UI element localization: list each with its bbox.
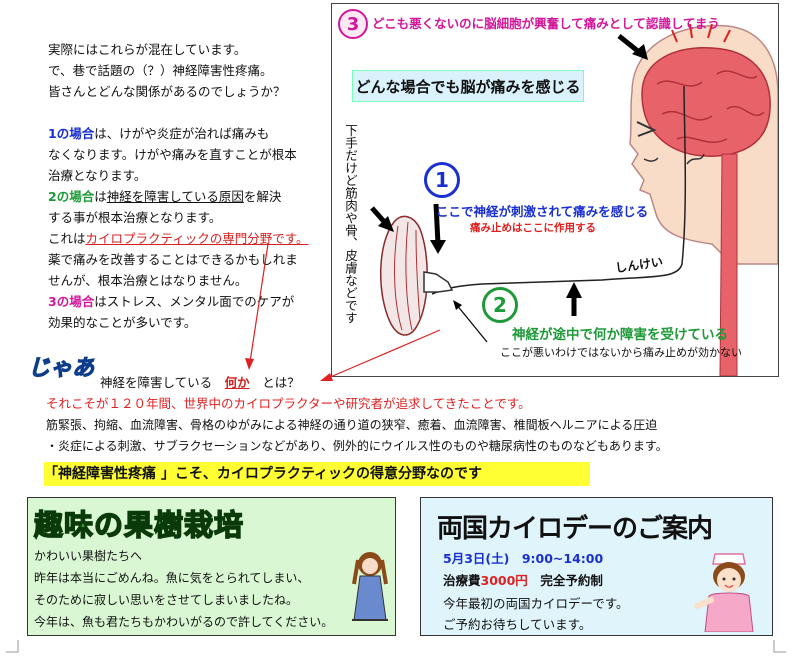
fee-label: 治療費 bbox=[443, 573, 481, 588]
fruit-line-3: そのために寂しい思いをさせてしまいましたね。 bbox=[34, 593, 299, 607]
circle-number-1: 1 bbox=[424, 162, 460, 198]
ryogoku-line-4: ご予約お待ちしています。 bbox=[443, 617, 592, 632]
ryogoku-day-box: 両国カイロデーのご案内 5月3日(土) 9:00~14:00 治療費3000円 … bbox=[420, 497, 773, 636]
case1-text-a: は、けがや炎症が治れば痛みも bbox=[94, 126, 270, 141]
case2-cause-underline: 神経を障害している原因 bbox=[106, 189, 244, 204]
intro-line-2-text: で、巷で話題の（？）神経障害性疼痛。 bbox=[48, 63, 273, 78]
case2-line-3: これはカイロプラクティックの専門分野です。 bbox=[48, 229, 309, 250]
case2-line-2: する事が根本治療となります。 bbox=[48, 210, 222, 225]
ryogoku-date: 5月3日(土) 9:00~14:00 bbox=[443, 551, 604, 566]
case3-line-1: 3の場合はストレス、メンタル面でのケアが bbox=[48, 292, 294, 313]
vertical-muscle-caption: 下手だけど筋肉や骨、皮膚などです bbox=[343, 124, 358, 324]
highlight-statement: 「神経障害性疼痛 」こそ、カイロプラクティックの得意分野なのです bbox=[44, 462, 590, 486]
fee-value: 3000円 bbox=[480, 573, 528, 588]
case1-line-2: なくなります。けがや痛みを直すことが根本 bbox=[48, 147, 297, 162]
case3-text-a: はストレス、メンタル面でのケアが bbox=[94, 294, 295, 309]
fruit-growing-box: 趣味の果樹栽培 かわいい果樹たちへ 昨年は本当にごめんね。魚に気をとられてしまい… bbox=[27, 497, 396, 636]
kneeling-girl-illustration bbox=[352, 552, 388, 621]
body-line-1: それこそが１２０年間、世界中のカイロプラクターや研究者が追求してきたことです。 bbox=[46, 396, 531, 411]
jaa-logo: じゃあ bbox=[27, 356, 95, 382]
pain-diagram: 3 どこも悪くないのに脳細胞が興奮して痛みとして認識してまう どんな場合でも脳が… bbox=[331, 3, 779, 377]
case3-line-2: 効果的なことが多いです。 bbox=[48, 315, 197, 330]
painkiller-ineffective-caption: ここが悪いわけではないから痛み止めが効かない bbox=[500, 346, 742, 359]
jaa-question-what: 何か bbox=[224, 375, 250, 390]
case3-caption: どこも悪くないのに脳細胞が興奮して痛みとして認識してまう bbox=[372, 16, 720, 31]
ryogoku-fee: 治療費3000円 完全予約制 bbox=[443, 570, 603, 589]
ryogoku-line-3: 今年最初の両国カイロデーです。 bbox=[443, 596, 629, 611]
head-illustration bbox=[370, 23, 778, 376]
case1-label: 1の場合 bbox=[48, 126, 95, 141]
body-line-3: ・炎症による刺激、サブラクセーションなどがあり、例外的にウイルス性のものや糖尿病… bbox=[46, 439, 668, 453]
fruit-line-2: 昨年は本当にごめんね。魚に気をとられてしまい、 bbox=[34, 571, 310, 585]
case2-text-c1: これは bbox=[48, 231, 86, 246]
nurse-illustration bbox=[694, 553, 754, 632]
case2-line-1: 2の場合は神経を障害している原因を解決 bbox=[48, 187, 281, 208]
case2-label: 2の場合 bbox=[48, 189, 95, 204]
case2-caption: 神経が途中で何か障害を受けている bbox=[512, 327, 728, 343]
circle-number-3: 3 bbox=[338, 9, 368, 39]
brain-banner: どんな場合でも脳が痛みを感じる bbox=[352, 70, 584, 102]
ryogoku-title: 両国カイロデーのご案内 bbox=[437, 514, 713, 544]
chiropractic-specialty-text: カイロプラクティックの専門分野です。 bbox=[85, 231, 309, 246]
fruit-line-1: かわいい果樹たちへ bbox=[34, 549, 143, 563]
highlight-text: 「神経障害性疼痛 」こそ、カイロプラクティックの得意分野なのです bbox=[44, 466, 483, 482]
painkiller-caption: 痛み止めはここに作用する bbox=[470, 222, 596, 234]
body-line-2: 筋緊張、拘縮、血流障害、骨格のゆがみによる神経の通り道の狭窄、癒着、血流障害、椎… bbox=[46, 418, 658, 432]
circle-number-2: 2 bbox=[482, 287, 518, 323]
intro-line-3: 皆さんとどんな関係があるのでしょうか？ bbox=[48, 84, 286, 99]
case2-text-a1: は bbox=[94, 189, 107, 204]
fruit-line-4: 今年は、魚も君たちもかわいがるので許してください。 bbox=[34, 615, 334, 629]
case2-line-5: せんが、根本治療とはなりません。 bbox=[48, 273, 248, 288]
case1-caption: ここで神経が刺激されて痛みを感じる bbox=[436, 204, 649, 219]
jaa-question-a: 神経を障害している bbox=[100, 375, 213, 390]
jaa-question: 神経を障害している 何か とは？ bbox=[100, 373, 300, 394]
case1-line-3: 治療となります。 bbox=[48, 168, 147, 183]
intro-line-2: で、巷で話題の（？）神経障害性疼痛。 bbox=[48, 61, 273, 82]
intro-line-1: 実際にはこれらが混在しています。 bbox=[48, 42, 247, 57]
case2-text-a2: を解決 bbox=[243, 189, 282, 204]
case2-line-4: 薬で痛みを改善することはできるかもしれま bbox=[48, 252, 298, 267]
reservation-note: 完全予約制 bbox=[527, 573, 603, 588]
jaa-question-b: とは？ bbox=[262, 375, 300, 390]
case3-label: 3の場合 bbox=[48, 294, 95, 309]
fruit-title: 趣味の果樹栽培 bbox=[33, 507, 245, 543]
case1-line-1: 1の場合は、けがや炎症が治れば痛みも bbox=[48, 124, 269, 145]
